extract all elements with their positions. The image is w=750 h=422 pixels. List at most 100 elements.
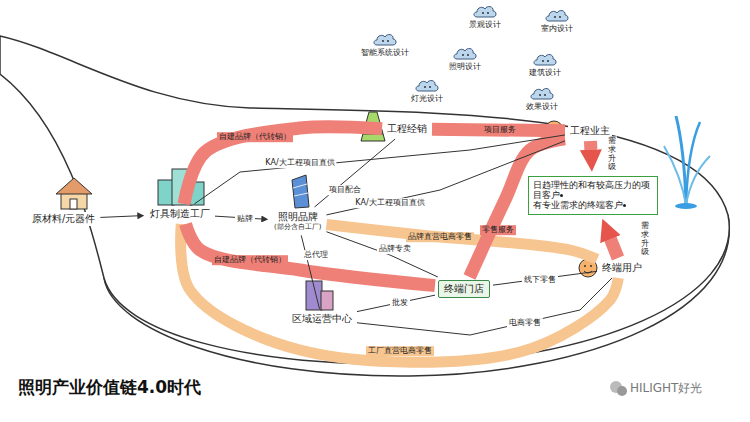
cloud-eye: [467, 54, 469, 56]
flow-band: [610, 237, 618, 258]
design-cloud: 效果设计: [525, 86, 559, 112]
bullet: [560, 194, 563, 197]
node-label: 景观设计: [469, 20, 501, 30]
cloud-shape: [544, 8, 570, 24]
regional-center-node: 区域运营中心: [290, 312, 354, 326]
edge-label: 线下零售: [522, 275, 558, 285]
cloud-eye: [539, 94, 541, 96]
flow-line: [194, 135, 565, 204]
flow-band: [326, 224, 597, 259]
edge-label: 项目配合: [327, 185, 363, 195]
edge-label: 批发: [390, 298, 410, 308]
cloud-eye: [544, 94, 546, 96]
edge-label: 需求升级: [640, 221, 650, 258]
edge-label: 项目服务: [482, 125, 518, 135]
node-label: 灯具制造工厂: [150, 208, 210, 220]
cloud-outline: [531, 89, 553, 99]
cloud-outline: [474, 7, 496, 17]
design-cloud: 灯光设计: [410, 78, 444, 104]
cloud-shape: [452, 46, 478, 62]
cloud-eye: [382, 40, 384, 42]
node-label: 照明设计: [449, 62, 481, 72]
node-label: 日趋理性的和有较高压力的项目客户: [533, 180, 653, 200]
cloud-shape: [372, 32, 398, 48]
node-subtitle: (部分含自工厂): [274, 223, 321, 231]
wechat-icon: [610, 381, 627, 396]
diagram-title: 照明产业价值链4.0时代: [18, 376, 201, 399]
cloud-eye: [559, 16, 561, 18]
watermark: HILIGHT好光: [630, 380, 702, 397]
flow-line: [357, 278, 612, 335]
edge-label: KA/大工程项目直供: [353, 198, 426, 208]
flow-line: [315, 139, 396, 207]
cloud-eye: [387, 40, 389, 42]
material-node: 原材料/元器件: [30, 212, 97, 226]
edge-label: 工厂直营电商零售: [366, 346, 434, 356]
cloud-shape: [529, 86, 555, 102]
flow-line: [100, 216, 138, 218]
cloud-outline: [534, 55, 556, 65]
platform: [0, 36, 729, 364]
flow-line: [357, 295, 435, 311]
house-icon: [56, 178, 92, 209]
node-label: 灯光设计: [411, 94, 443, 104]
flow-band: [584, 141, 598, 152]
node-label: 效果设计: [526, 102, 558, 112]
store-node: 终端门店: [438, 280, 490, 298]
node-label: 室内设计: [541, 24, 573, 34]
edge-label: 电商零售: [507, 318, 543, 328]
design-cloud: 照明设计: [448, 46, 482, 72]
cloud-shape: [414, 78, 440, 94]
end-user-node: 终端用户: [600, 261, 644, 275]
cloud-eye: [429, 86, 431, 88]
building-icon: [306, 281, 333, 310]
cloud-eye: [462, 54, 464, 56]
cloud-shape: [532, 52, 558, 68]
edge-label: KA/大工程项目直供: [263, 158, 336, 168]
customer-box: 日趋理性的和有较高压力的项目客户有专业需求的终端客户: [528, 176, 658, 215]
cloud-eye: [554, 16, 556, 18]
edge-label: 贴牌: [235, 214, 255, 224]
edge-label: 自建品牌（代转销）: [212, 255, 288, 265]
node-subtitle: 有专业需求的终端客户: [533, 200, 653, 210]
cloud-eye: [542, 60, 544, 62]
cloud-outline: [546, 11, 568, 21]
edge-label: 零售服务: [480, 225, 516, 235]
cloud-eye: [487, 12, 489, 14]
edge-label: 总代理: [302, 250, 330, 260]
dealer-node: 工程经销: [385, 122, 429, 136]
edge-label: 品牌专卖: [377, 244, 413, 254]
flow-band: [186, 224, 435, 286]
tower-icon: [292, 175, 309, 208]
cloud-outline: [454, 49, 476, 59]
cloud-outline: [374, 35, 396, 45]
cloud-outline: [416, 81, 438, 91]
factory-node: 灯具制造工厂: [148, 207, 212, 221]
bullet: [623, 204, 626, 207]
cloud-shape: [472, 4, 498, 20]
cloud-eye: [424, 86, 426, 88]
node-label: 原材料/元器件: [32, 213, 95, 225]
edge-label: 需求升级: [607, 136, 617, 173]
node-label: 终端用户: [602, 262, 642, 274]
node-label: 终端门店: [444, 283, 484, 295]
fountain: [664, 116, 710, 209]
design-cloud: 建筑设计: [528, 52, 562, 78]
node-label: 照明品牌: [274, 211, 321, 223]
cloud-eye: [547, 60, 549, 62]
cloud-eye: [482, 12, 484, 14]
flow-line: [493, 271, 597, 285]
flow-band: [184, 127, 382, 204]
owner-node: 工程业主: [568, 124, 612, 138]
node-label: 工程经销: [387, 123, 427, 135]
edge-label: 自建品牌（代转销）: [217, 132, 293, 142]
flow-band: [181, 224, 619, 362]
flow-line: [301, 235, 319, 309]
node-label: 建筑设计: [529, 68, 561, 78]
design-cloud: 景观设计: [468, 4, 502, 30]
node-label: 智能系统设计: [361, 48, 409, 58]
design-cloud: 智能系统设计: [360, 32, 410, 58]
node-label: 区域运营中心: [292, 313, 352, 325]
brand-node: 照明品牌(部分含自工厂): [272, 210, 323, 232]
design-cloud: 室内设计: [540, 8, 574, 34]
